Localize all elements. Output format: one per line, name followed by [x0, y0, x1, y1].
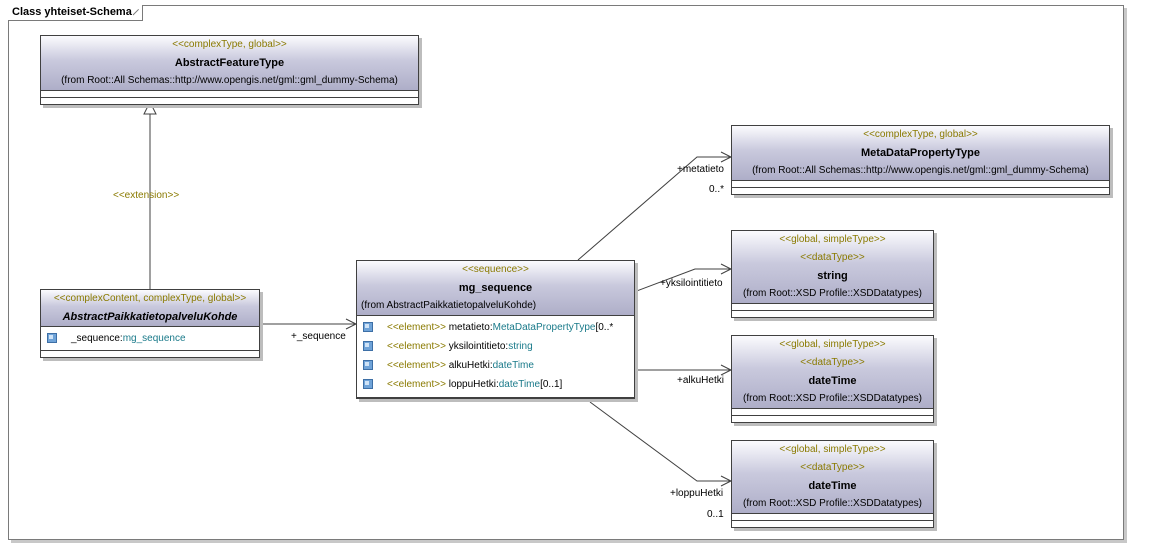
generalization-arrowhead	[143, 100, 157, 115]
attribute-icon	[47, 333, 57, 343]
class-header: <<global, simpleType>> <<dataType>> date…	[732, 336, 933, 409]
element-stereotype: <<element>>	[387, 360, 446, 371]
element-name: metatieto:	[445, 322, 493, 333]
loppuhetki-line	[589, 401, 731, 482]
datatype-stereotype: <<dataType>>	[800, 357, 865, 368]
class-name: AbstractFeatureType	[174, 57, 285, 69]
stereotype-label: <<complexType, global>>	[172, 39, 287, 50]
class-package: (from Root::All Schemas::http://www.open…	[752, 165, 1089, 176]
stereotype-label: <<sequence>>	[462, 264, 529, 275]
attributes-compartment	[732, 181, 1109, 188]
element-type: string	[508, 341, 533, 352]
element-text: <<element>> yksilointitieto:string	[387, 337, 533, 356]
class-name: mg_sequence	[458, 282, 533, 294]
elements-compartment: <<element>> metatieto:MetaDataPropertyTy…	[357, 316, 634, 398]
stereotype-label: <<complexType, global>>	[863, 129, 978, 140]
element-stereotype: <<element>>	[387, 341, 446, 352]
stereotype-label: <<global, simpleType>>	[779, 444, 886, 455]
yksilointitieto-line	[633, 268, 731, 293]
class-package: (from Root::XSD Profile::XSDDatatypes)	[743, 288, 922, 299]
operations-compartment	[41, 98, 418, 104]
class-header: <<global, simpleType>> <<dataType>> stri…	[732, 231, 933, 304]
element-name: alkuHetki:	[445, 360, 493, 371]
class-header: <<sequence>> mg_sequence (from AbstractP…	[357, 261, 634, 316]
element-row-metatieto[interactable]: <<element>> metatieto:MetaDataPropertyTy…	[357, 318, 634, 337]
element-text: <<element>> alkuHetki:dateTime	[387, 356, 534, 375]
element-text: <<element>> metatieto:MetaDataPropertyTy…	[387, 318, 613, 337]
class-abstract-paikkatietopalvelu-kohde[interactable]: <<complexContent, complexType, global>> …	[40, 289, 260, 358]
class-name: MetaDataPropertyType	[861, 147, 980, 159]
class-name: string	[817, 270, 848, 282]
element-row-alkuhetki[interactable]: <<element>> alkuHetki:dateTime	[357, 356, 634, 375]
datatype-stereotype: <<dataType>>	[800, 252, 865, 263]
element-type: MetaDataPropertyType	[492, 322, 596, 333]
attribute-text: _sequence:mg_sequence	[71, 329, 186, 348]
operations-compartment	[732, 311, 933, 317]
class-name: dateTime	[808, 480, 857, 492]
class-header: <<complexContent, complexType, global>> …	[41, 290, 259, 327]
class-string[interactable]: <<global, simpleType>> <<dataType>> stri…	[731, 230, 934, 318]
attribute-name: _sequence:	[71, 333, 123, 344]
element-text: <<element>> loppuHetki:dateTime[0..1]	[387, 375, 562, 394]
class-metadata-property-type[interactable]: <<complexType, global>> MetaDataProperty…	[731, 125, 1110, 195]
stereotype-label: <<global, simpleType>>	[779, 234, 886, 245]
class-header: <<complexType, global>> AbstractFeatureT…	[41, 36, 418, 91]
operations-compartment	[732, 416, 933, 422]
operations-compartment	[732, 521, 933, 527]
class-package: (from Root::All Schemas::http://www.open…	[61, 75, 398, 86]
class-package: (from Root::XSD Profile::XSDDatatypes)	[743, 393, 922, 404]
class-name: AbstractPaikkatietopalveluKohde	[62, 311, 238, 323]
sequence-role-label: +_sequence	[291, 331, 346, 342]
element-name: loppuHetki:	[445, 379, 499, 390]
metatieto-role-label: +metatieto	[677, 164, 724, 175]
metatieto-multiplicity: 0..*	[709, 184, 725, 195]
class-name: dateTime	[808, 375, 857, 387]
element-icon	[363, 322, 373, 332]
class-package: (from Root::XSD Profile::XSDDatatypes)	[743, 498, 922, 509]
element-multiplicity: [0..1]	[540, 379, 563, 390]
attribute-row[interactable]: _sequence:mg_sequence	[41, 329, 259, 348]
attributes-compartment	[732, 514, 933, 521]
attributes-compartment	[41, 91, 418, 98]
metatieto-line	[577, 156, 731, 261]
element-stereotype: <<element>>	[387, 322, 446, 333]
operations-compartment	[732, 188, 1109, 194]
yksilointitieto-role-label: +yksilointitieto	[660, 278, 723, 289]
alkuhetki-role-label: +alkuHetki	[677, 375, 724, 386]
element-type: dateTime	[492, 360, 534, 371]
operations-compartment	[41, 351, 259, 357]
attribute-type: mg_sequence	[122, 333, 186, 344]
element-icon	[363, 379, 373, 389]
extension-label: <<extension>>	[113, 190, 180, 201]
element-name: yksilointitieto:	[445, 341, 509, 352]
stereotype-label: <<global, simpleType>>	[779, 339, 886, 350]
loppuhetki-role-label: +loppuHetki	[670, 488, 724, 499]
class-mg-sequence[interactable]: <<sequence>> mg_sequence (from AbstractP…	[356, 260, 635, 399]
class-datetime-alku[interactable]: <<global, simpleType>> <<dataType>> date…	[731, 335, 934, 423]
loppuhetki-multiplicity: 0..1	[707, 509, 724, 520]
class-datetime-loppu[interactable]: <<global, simpleType>> <<dataType>> date…	[731, 440, 934, 528]
class-abstract-feature-type[interactable]: <<complexType, global>> AbstractFeatureT…	[40, 35, 419, 105]
attributes-compartment	[732, 409, 933, 416]
frame-title: Class yhteiset-Schema	[8, 5, 143, 21]
class-package: (from AbstractPaikkatietopalveluKohde)	[361, 300, 537, 311]
element-icon	[363, 341, 373, 351]
attributes-compartment	[732, 304, 933, 311]
attributes-compartment: _sequence:mg_sequence	[41, 327, 259, 351]
datatype-stereotype: <<dataType>>	[800, 462, 865, 473]
element-row-loppuhetki[interactable]: <<element>> loppuHetki:dateTime[0..1]	[357, 375, 634, 394]
element-stereotype: <<element>>	[387, 379, 446, 390]
class-header: <<global, simpleType>> <<dataType>> date…	[732, 441, 933, 514]
element-icon	[363, 360, 373, 370]
class-header: <<complexType, global>> MetaDataProperty…	[732, 126, 1109, 181]
element-type: dateTime	[498, 379, 541, 390]
element-row-yksilointitieto[interactable]: <<element>> yksilointitieto:string	[357, 337, 634, 356]
element-multiplicity: [0..*	[595, 322, 614, 333]
stereotype-label: <<complexContent, complexType, global>>	[53, 293, 247, 304]
